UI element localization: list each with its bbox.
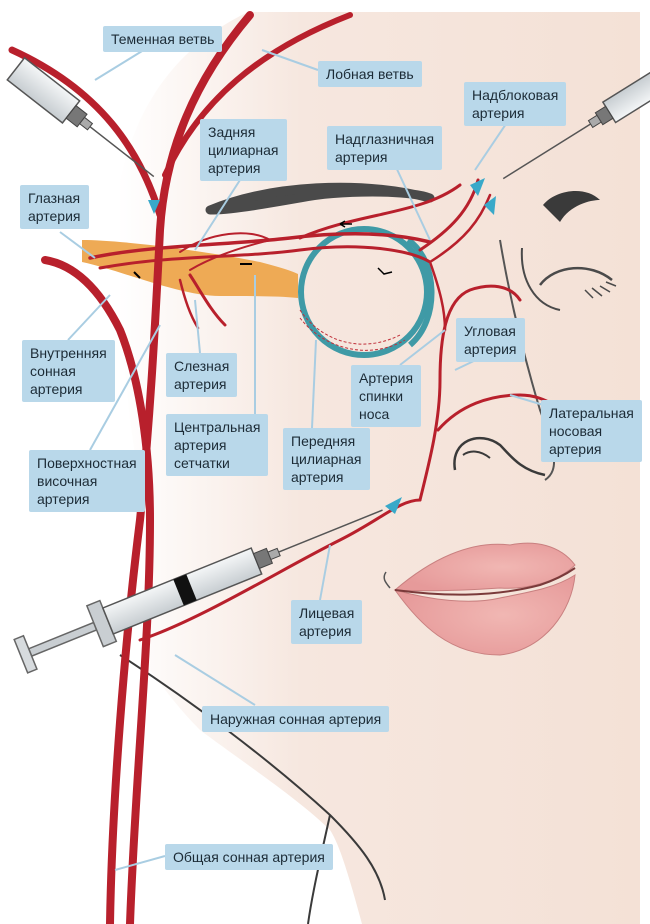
label-frontal-branch: Лобная ветвь xyxy=(318,61,422,87)
label-superficial-temporal-artery: Поверхностная височная артерия xyxy=(29,450,145,512)
label-internal-carotid-artery: Внутренняя сонная артерия xyxy=(22,340,115,402)
label-common-carotid-artery: Общая сонная артерия xyxy=(165,844,333,870)
label-ophthalmic-artery: Глазная артерия xyxy=(20,185,89,229)
label-lacrimal-artery: Слезная артерия xyxy=(166,353,237,397)
label-parietal-branch: Теменная ветвь xyxy=(103,26,222,52)
label-central-retinal-artery: Центральная артерия сетчатки xyxy=(166,414,268,476)
label-facial-artery: Лицевая артерия xyxy=(291,600,362,644)
label-lateral-nasal-artery: Латеральная носовая артерия xyxy=(541,400,642,462)
label-posterior-ciliary-artery: Задняя цилиарная артерия xyxy=(200,119,287,181)
label-supraorbital-artery: Надглазничная артерия xyxy=(327,126,442,170)
label-anterior-ciliary-artery: Передняя цилиарная артерия xyxy=(283,428,370,490)
label-external-carotid-artery: Наружная сонная артерия xyxy=(202,706,389,732)
label-dorsal-nasal-artery: Артерия спинки носа xyxy=(351,365,421,427)
label-angular-artery: Угловая артерия xyxy=(456,318,525,362)
label-supratrochlear-artery: Надблоковая артерия xyxy=(464,82,566,126)
